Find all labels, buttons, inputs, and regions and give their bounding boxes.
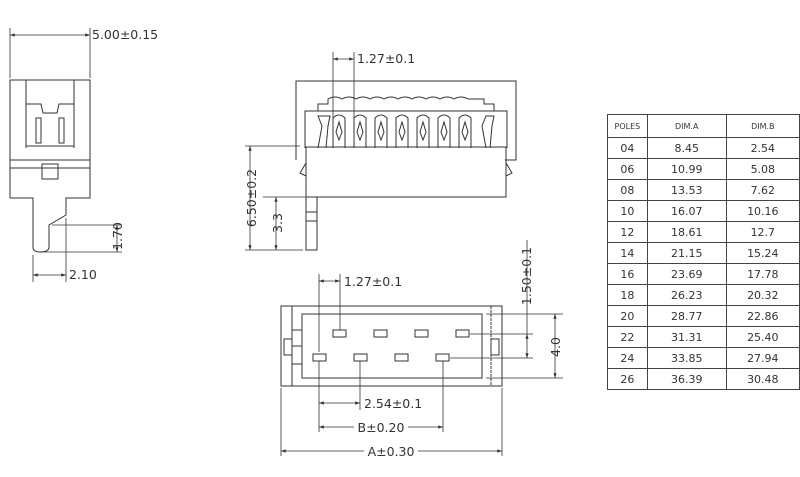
- dim-b-cell: 17.78: [725, 263, 800, 285]
- dim-a-cell: 18.61: [646, 221, 727, 243]
- dim-a-cell: 10.99: [646, 158, 727, 180]
- header-dim-a: DIM.A: [646, 114, 727, 138]
- dim-b-cell: 5.08: [725, 158, 800, 180]
- dim-b-cell: 10.16: [725, 200, 800, 222]
- top-view: 1.27±0.1 1.50±0.1 4.0: [280, 240, 563, 459]
- top-row-offset-label: 1.50±0.1: [519, 247, 534, 305]
- dim-a-cell: 16.07: [646, 200, 727, 222]
- header-poles: POLES: [607, 114, 648, 138]
- side-view: 5.00±0.15 1.70 2.10: [9, 27, 158, 282]
- side-pin-height-label: 1.70: [110, 222, 125, 250]
- dim-a-cell: 13.53: [646, 179, 727, 201]
- dim-a-cell: 26.23: [646, 284, 727, 306]
- poles-cell: 26: [607, 368, 648, 390]
- dim-b-cell: 7.62: [725, 179, 800, 201]
- poles-cell: 10: [607, 200, 648, 222]
- dim-b-cell: 25.40: [725, 326, 800, 348]
- pin-openings: [312, 329, 470, 362]
- poles-cell: 22: [607, 326, 648, 348]
- poles-cell: 14: [607, 242, 648, 264]
- top-pitch-label: 1.27±0.1: [344, 274, 402, 289]
- top-pin-spacing-label: 2.54±0.1: [364, 396, 422, 411]
- dim-a-label: A±0.30: [368, 444, 415, 459]
- dim-a-cell: 36.39: [646, 368, 727, 390]
- poles-cell: 16: [607, 263, 648, 285]
- dim-b-cell: 30.48: [725, 368, 800, 390]
- side-width-label: 5.00±0.15: [92, 27, 158, 42]
- dim-b-cell: 12.7: [725, 221, 800, 243]
- front-height-label: 6.50±0.2: [244, 169, 259, 227]
- dim-b-label: B±0.20: [358, 420, 405, 435]
- dim-a-cell: 28.77: [646, 305, 727, 327]
- dim-a-cell: 31.31: [646, 326, 727, 348]
- poles-cell: 18: [607, 284, 648, 306]
- dim-b-cell: 22.86: [725, 305, 800, 327]
- front-pin-length-label: 3.3: [270, 213, 285, 233]
- poles-cell: 06: [607, 158, 648, 180]
- top-depth-label: 4.0: [548, 337, 563, 357]
- poles-cell: 24: [607, 347, 648, 369]
- poles-cell: 04: [607, 137, 648, 159]
- dim-a-cell: 8.45: [646, 137, 727, 159]
- poles-cell: 20: [607, 305, 648, 327]
- poles-cell: 12: [607, 221, 648, 243]
- dim-b-cell: 20.32: [725, 284, 800, 306]
- dim-a-cell: 21.15: [646, 242, 727, 264]
- contact-fingers: [317, 114, 495, 149]
- dim-a-cell: 33.85: [646, 347, 727, 369]
- front-view: 1.27±0.1 6.50±0.2 3.3: [244, 51, 517, 251]
- dim-b-cell: 2.54: [725, 137, 800, 159]
- front-pitch-label: 1.27±0.1: [357, 51, 415, 66]
- poles-cell: 08: [607, 179, 648, 201]
- table-header-row: POLES DIM.A DIM.B: [607, 114, 800, 138]
- dim-b-cell: 15.24: [725, 242, 800, 264]
- dim-b-cell: 27.94: [725, 347, 800, 369]
- side-pin-offset-label: 2.10: [69, 267, 97, 282]
- dim-a-cell: 23.69: [646, 263, 727, 285]
- header-dim-b: DIM.B: [725, 114, 800, 138]
